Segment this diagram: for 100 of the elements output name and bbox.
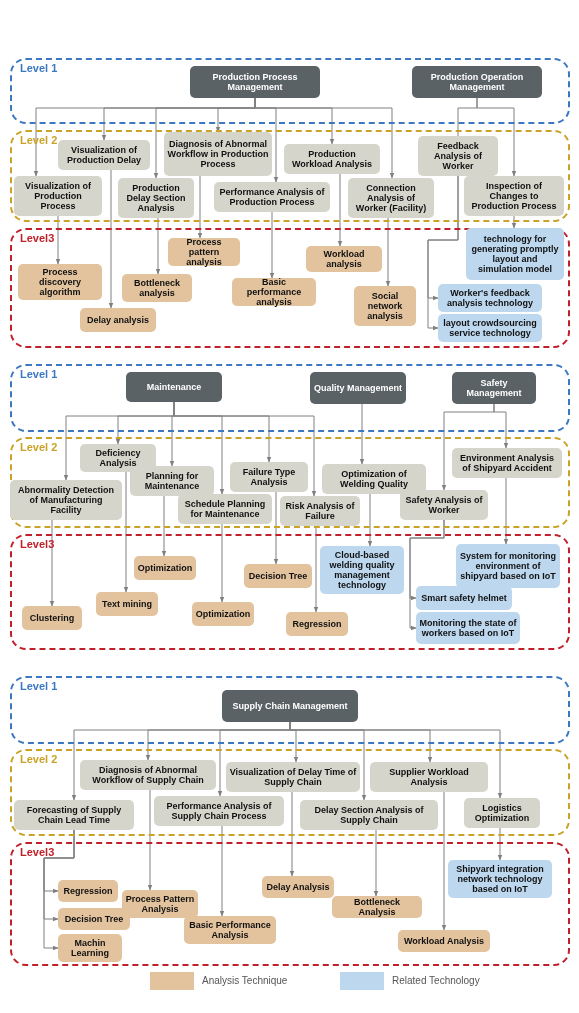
technique-box: Optimization: [192, 602, 254, 626]
arrow: [441, 791, 447, 931]
level-label: Level 2: [20, 134, 58, 146]
function-box: Schedule Planning for Maintenance: [178, 494, 272, 524]
arrow: [359, 403, 365, 465]
arrow: [337, 173, 343, 247]
arrow: [161, 495, 167, 557]
arrow: [219, 825, 225, 917]
level-label: Level3: [20, 846, 55, 858]
technique-box: Process discovery algorithm: [18, 264, 102, 300]
arrow: [497, 827, 503, 861]
technique-box: Social network analysis: [354, 286, 416, 326]
level-frame: [10, 534, 570, 650]
level-label: Level 2: [20, 753, 58, 765]
category-box: Supply Chain Management: [222, 690, 358, 722]
arrow: [43, 829, 75, 951]
function-box: Performance Analysis of Production Process: [214, 182, 330, 212]
function-box: Logistics Optimization: [464, 798, 540, 828]
technique-box: Delay analysis: [80, 308, 156, 332]
arrow: [269, 211, 275, 279]
level-frame: [10, 130, 570, 222]
function-box: Abnormality Detection of Manufacturing Facility: [10, 480, 122, 520]
function-box: Safety Analysis of Worker: [400, 490, 488, 520]
level-frame: [10, 676, 570, 744]
arrow: [289, 721, 503, 799]
technology-box: Cloud-based welding quality management technology: [320, 546, 404, 594]
function-box: Diagnosis of Abnormal Workflow of Supply Chain: [80, 760, 216, 790]
level-frame: [10, 58, 570, 124]
arrow: [511, 215, 517, 229]
legend-label: Analysis Technique: [202, 974, 288, 988]
technique-box: Workload analysis: [306, 246, 382, 272]
level-label: Level3: [20, 232, 55, 244]
technology-box: Shipyard integration network technology based on IoT: [448, 860, 552, 898]
arrow: [108, 169, 114, 309]
function-box: Diagnosis of Abnormal Workflow in Production Process: [164, 132, 272, 176]
technology-box: Worker's feedback analysis technology: [438, 284, 542, 312]
function-box: Optimization of Welding Quality: [322, 464, 426, 494]
technique-box: Bottleneck analysis: [122, 274, 192, 302]
arrow: [147, 789, 153, 891]
function-box: Production Workload Analysis: [284, 144, 380, 174]
arrow: [427, 175, 459, 331]
arrow: [219, 523, 225, 603]
function-box: Connection Analysis of Worker (Facility): [348, 178, 434, 218]
function-box: Production Delay Section Analysis: [118, 178, 194, 218]
function-box: Visualization of Production Delay: [58, 140, 150, 170]
technique-box: Optimization: [134, 556, 196, 580]
connector-line: [457, 97, 478, 137]
level-label: Level 1: [20, 680, 58, 692]
arrow: [409, 519, 445, 631]
technique-box: Text mining: [96, 592, 158, 616]
function-box: Feedback Analysis of Worker: [418, 136, 498, 176]
arrow: [155, 217, 161, 275]
function-box: Deficiency Analysis: [80, 444, 156, 472]
level-frame: [10, 364, 570, 432]
arrow: [476, 97, 517, 177]
arrow: [373, 829, 379, 897]
technique-box: Basic performance analysis: [232, 278, 316, 306]
arrow: [493, 403, 509, 449]
function-box: Failure Type Analysis: [230, 462, 308, 492]
level-label: Level 2: [20, 441, 58, 453]
technique-box: Process Pattern Analysis: [122, 890, 198, 918]
level-label: Level3: [20, 538, 55, 550]
technique-box: Regression: [286, 612, 348, 636]
arrow: [55, 215, 61, 265]
level-frame: [10, 842, 570, 966]
arrow: [49, 519, 55, 607]
technique-box: Bottleneck Analysis: [332, 896, 422, 918]
arrow: [367, 493, 373, 547]
technique-box: Process pattern analysis: [168, 238, 240, 266]
function-box: Risk Analysis of Failure: [280, 496, 360, 526]
technique-box: Delay Analysis: [262, 876, 334, 898]
arrow: [385, 217, 391, 287]
arrow: [503, 477, 509, 545]
arrow: [313, 525, 319, 613]
technique-box: Machin Learning: [58, 934, 122, 962]
technology-box: technology for generating promptly layout and simulation model: [466, 228, 564, 280]
function-box: Visualization of Production Process: [14, 176, 102, 216]
technology-box: System for monitoring environment of shipyard based on IoT: [456, 544, 560, 588]
technique-box: Regression: [58, 880, 118, 902]
category-box: Maintenance: [126, 372, 222, 402]
function-box: Visualization of Delay Time of Supply Chain: [226, 762, 360, 792]
technique-box: Decision Tree: [58, 908, 130, 930]
technology-box: Monitoring the state of workers based on IoT: [416, 612, 520, 644]
arrow: [289, 791, 295, 877]
category-box: Safety Management: [452, 372, 536, 404]
function-box: Forecasting of Supply Chain Lead Time: [14, 800, 134, 830]
level-label: Level 1: [20, 368, 58, 380]
technique-box: Decision Tree: [244, 564, 312, 588]
technology-box: Smart safety helmet: [416, 586, 512, 610]
level-frame: [10, 749, 570, 836]
function-box: Supplier Workload Analysis: [370, 762, 488, 792]
category-box: Quality Management: [310, 372, 406, 404]
legend-label: Related Technology: [392, 974, 480, 988]
function-box: Performance Analysis of Supply Chain Process: [154, 796, 284, 826]
function-box: Delay Section Analysis of Supply Chain: [300, 800, 438, 830]
technique-box: Clustering: [22, 606, 82, 630]
technique-box: Workload Analysis: [398, 930, 490, 952]
technology-box: layout crowdsourcing service technology: [438, 314, 542, 342]
category-box: Production Process Management: [190, 66, 320, 98]
level-frame: [10, 228, 570, 348]
